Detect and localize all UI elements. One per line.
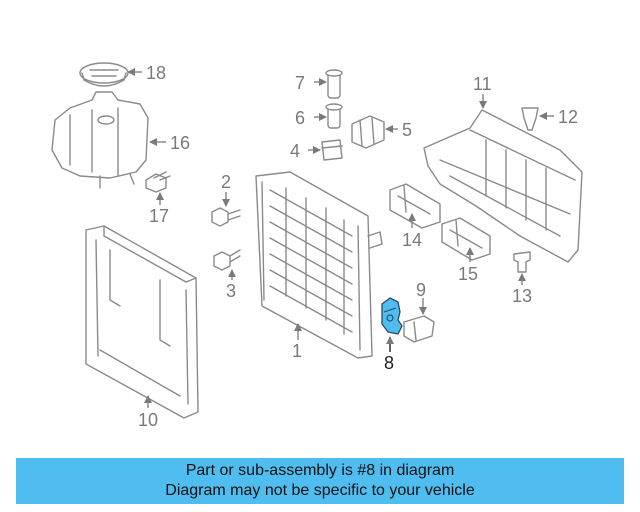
callout-11: 11 bbox=[473, 74, 492, 94]
coolant-reservoir-part bbox=[51, 91, 149, 189]
air-duct-part bbox=[423, 109, 583, 263]
bracket-part-15 bbox=[441, 217, 491, 261]
callout-1: 1 bbox=[292, 341, 302, 361]
callout-13: 13 bbox=[512, 286, 532, 306]
mount-part-4 bbox=[321, 139, 343, 161]
callout-17: 17 bbox=[149, 206, 169, 226]
clip-part-13 bbox=[513, 251, 531, 273]
parts-diagram: 18 16 17 7 6 4 5 bbox=[51, 62, 583, 430]
radiator-part bbox=[255, 171, 383, 359]
bracket-part-14 bbox=[389, 183, 441, 229]
info-banner: Part or sub-assembly is #8 in diagram Di… bbox=[16, 458, 624, 504]
bolt-part-3 bbox=[213, 249, 241, 271]
bracket-part-9 bbox=[403, 315, 435, 343]
callout-10: 10 bbox=[138, 410, 158, 430]
callout-8: 8 bbox=[384, 353, 394, 373]
callout-4: 4 bbox=[290, 141, 300, 161]
fitting-part-7 bbox=[325, 69, 343, 99]
clip-part-12 bbox=[521, 107, 539, 131]
callout-16: 16 bbox=[170, 133, 190, 153]
frame-part-10 bbox=[85, 225, 199, 419]
bracket-part-5 bbox=[351, 115, 385, 149]
callout-2: 2 bbox=[221, 172, 231, 192]
reservoir-cap-part bbox=[79, 62, 129, 87]
callout-15: 15 bbox=[458, 264, 478, 284]
bolt-part-17 bbox=[145, 171, 171, 193]
callout-3: 3 bbox=[226, 281, 236, 301]
callout-5: 5 bbox=[402, 120, 412, 140]
bolt-part-2 bbox=[211, 207, 241, 227]
callout-18: 18 bbox=[146, 63, 166, 83]
fitting-part-6 bbox=[325, 103, 343, 129]
callout-7: 7 bbox=[295, 73, 305, 93]
callout-12: 12 bbox=[558, 107, 578, 127]
banner-line-2: Diagram may not be specific to your vehi… bbox=[165, 482, 475, 499]
banner-line-1: Part or sub-assembly is #8 in diagram bbox=[185, 462, 455, 479]
callout-14: 14 bbox=[402, 230, 422, 250]
callout-6: 6 bbox=[295, 108, 305, 128]
highlighted-part-8 bbox=[381, 297, 403, 335]
callout-9: 9 bbox=[416, 280, 426, 300]
